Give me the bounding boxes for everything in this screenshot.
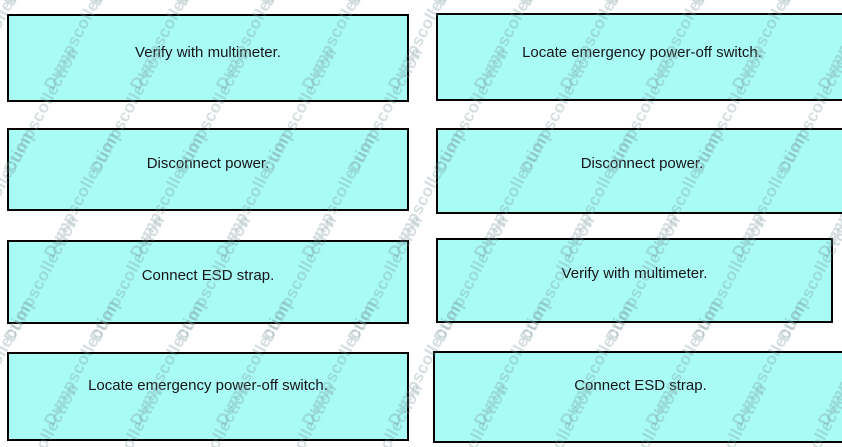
option-box-right-1[interactable] [436,13,842,101]
watermark-text: Dumpscollection [172,0,255,9]
watermark-text: Dumpscollection [258,0,341,9]
option-box-left-4[interactable] [7,352,409,441]
option-box-right-3[interactable] [436,238,833,323]
option-box-left-3[interactable] [7,240,409,324]
option-box-right-4[interactable] [433,351,842,443]
watermark-text: Dumpscollection [344,0,427,9]
watermark-text: Dumpscollection [688,0,771,9]
watermark-text: Dumpscollection [0,0,83,9]
option-box-left-1[interactable] [7,14,409,102]
watermark-text: Dumpscollection [602,0,685,9]
watermark-text: Dumpscollection [86,0,169,9]
watermark-text: Dumpscollection [430,0,513,9]
watermark-text: Dumpscollection [516,0,599,9]
option-box-right-2[interactable] [436,128,842,214]
watermark-text: Dumpscollection [774,0,842,9]
option-box-left-2[interactable] [7,128,409,211]
